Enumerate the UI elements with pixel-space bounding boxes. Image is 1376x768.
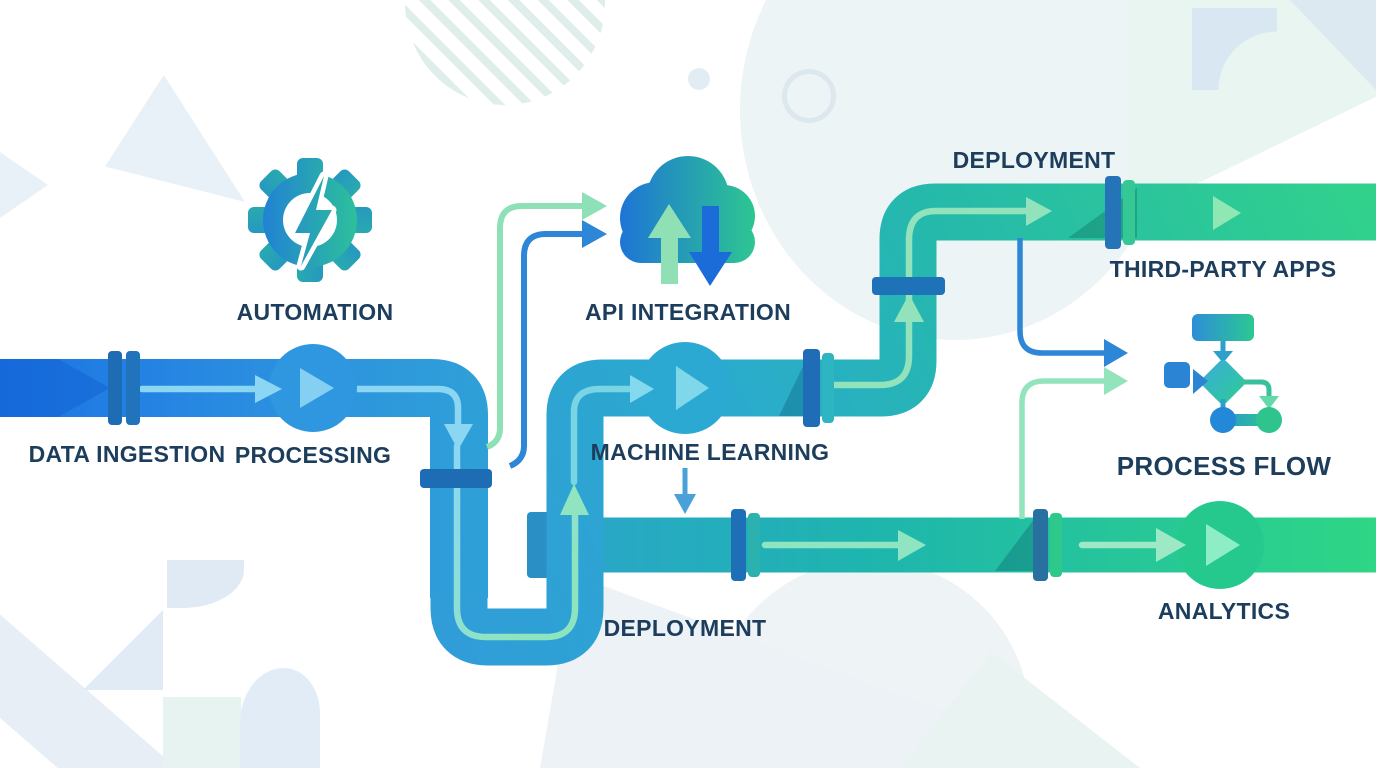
dot-decoration (688, 68, 710, 90)
upload-arrow-icon (648, 204, 691, 284)
label-data-ingestion: DATA INGESTION (28, 441, 226, 467)
ring-decoration (782, 69, 836, 123)
label-api-integration: API INTEGRATION (585, 299, 791, 325)
play-icon (300, 368, 334, 408)
play-icon (1206, 524, 1240, 566)
gear-lightning-icon (248, 158, 372, 282)
flowchart-icon (1164, 314, 1282, 433)
pump-junction-machine-learning (639, 342, 731, 434)
top-right-square-decoration (1192, 8, 1277, 90)
pipe-ingestion (0, 359, 488, 598)
bottom-left-wave-decoration (240, 668, 320, 768)
label-machine-learning: MACHINE LEARNING (590, 439, 830, 465)
bottom-left-mint-square-decoration (163, 697, 241, 768)
flow-lines (138, 207, 1160, 641)
label-process-flow: PROCESS FLOW (1116, 451, 1332, 481)
pump-junction-processing (269, 344, 357, 432)
pipe-couplings (108, 176, 1135, 581)
cloud-sync-icon (620, 156, 755, 286)
label-processing: PROCESSING (234, 442, 392, 468)
pump-junction-analytics (1176, 501, 1264, 589)
machine-learning-pointer-arrow (674, 468, 696, 514)
process-flow-feed-lines (1017, 238, 1128, 519)
label-automation: AUTOMATION (236, 299, 394, 325)
play-icon (676, 366, 709, 410)
label-deployment-bottom: DEPLOYMENT (603, 615, 767, 641)
flow-arrowheads (255, 196, 1241, 562)
label-third-party-apps: THIRD-PARTY APPS (1109, 256, 1337, 282)
label-analytics: ANALYTICS (1157, 598, 1291, 624)
download-arrow-icon (689, 206, 732, 286)
label-deployment-top: DEPLOYMENT (952, 147, 1116, 173)
api-feed-lines (485, 192, 607, 469)
